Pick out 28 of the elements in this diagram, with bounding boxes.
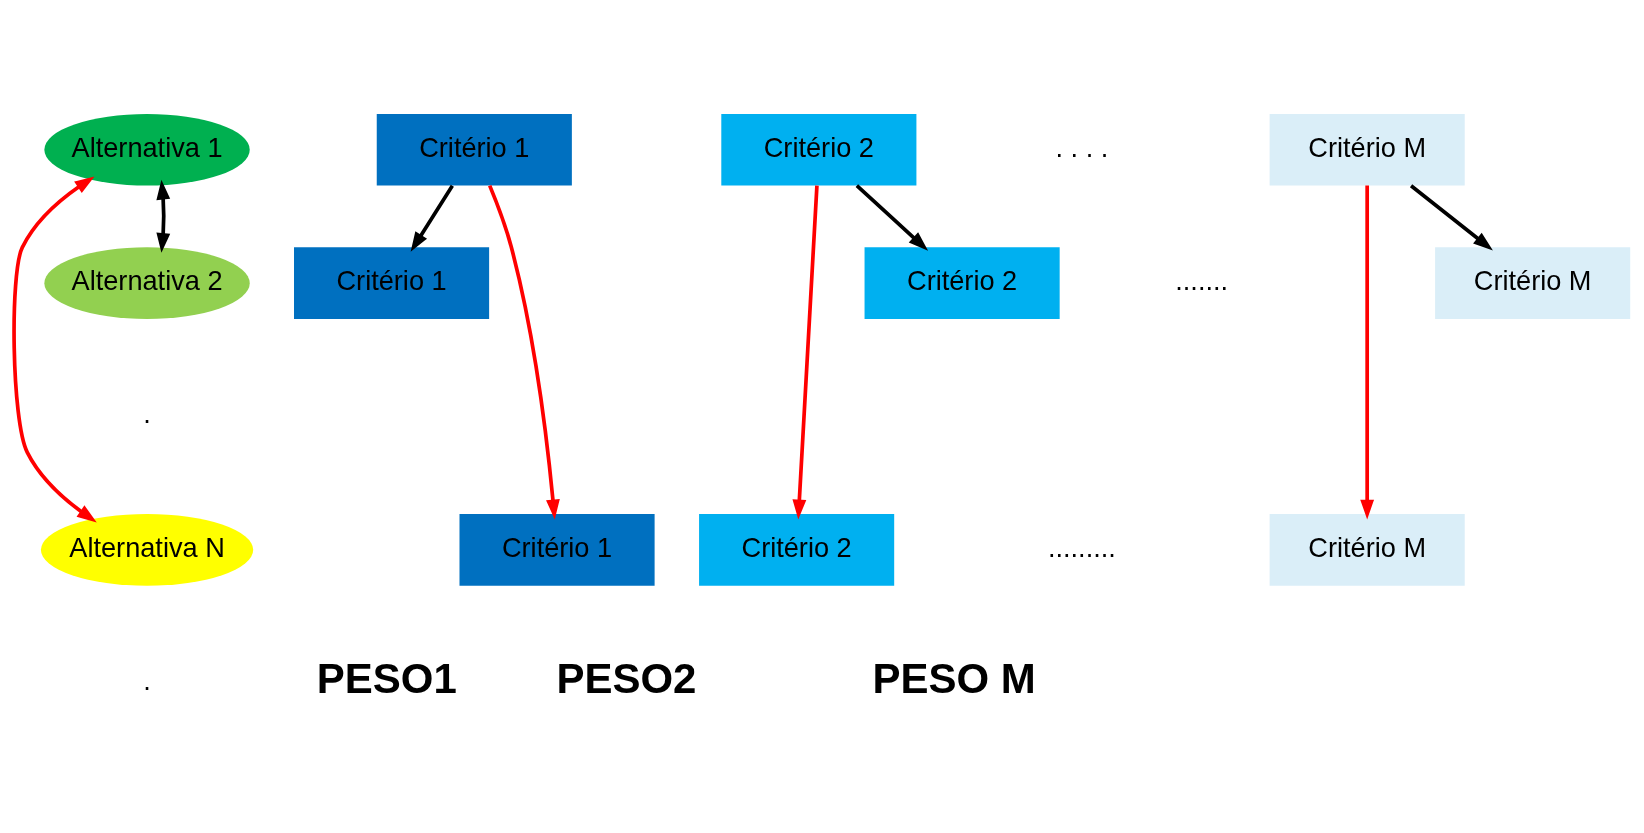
node-box: Critério 1 bbox=[459, 514, 655, 586]
arrow bbox=[1360, 185, 1375, 520]
node-box: Critério 1 bbox=[376, 113, 572, 186]
label: . bbox=[143, 398, 151, 430]
label: . . . . bbox=[1055, 131, 1109, 163]
label: ....... bbox=[1175, 265, 1229, 297]
label: ......... bbox=[1047, 531, 1116, 563]
label: PESO M bbox=[872, 654, 1036, 702]
node-ellipse: Alternativa 2 bbox=[44, 247, 250, 319]
node-box: Critério 1 bbox=[294, 247, 490, 319]
node-box: Critério 2 bbox=[699, 514, 895, 586]
node-box: Critério 2 bbox=[721, 113, 917, 186]
arrow bbox=[156, 179, 171, 253]
arrow bbox=[1409, 184, 1493, 251]
label: PESO1 bbox=[316, 654, 457, 702]
label: . bbox=[143, 665, 151, 697]
arrow bbox=[410, 184, 454, 252]
arrow bbox=[855, 184, 929, 251]
node-ellipse: Alternativa N bbox=[40, 514, 254, 586]
node-ellipse: Alternativa 1 bbox=[44, 113, 250, 186]
arrow bbox=[488, 184, 560, 520]
node-box: Critério 2 bbox=[864, 247, 1060, 319]
arrow bbox=[792, 185, 819, 520]
node-box: Critério M bbox=[1269, 113, 1465, 186]
node-box: Critério M bbox=[1269, 514, 1465, 586]
label: PESO2 bbox=[556, 654, 697, 702]
node-box: Critério M bbox=[1435, 247, 1631, 319]
arrow bbox=[12, 176, 97, 523]
